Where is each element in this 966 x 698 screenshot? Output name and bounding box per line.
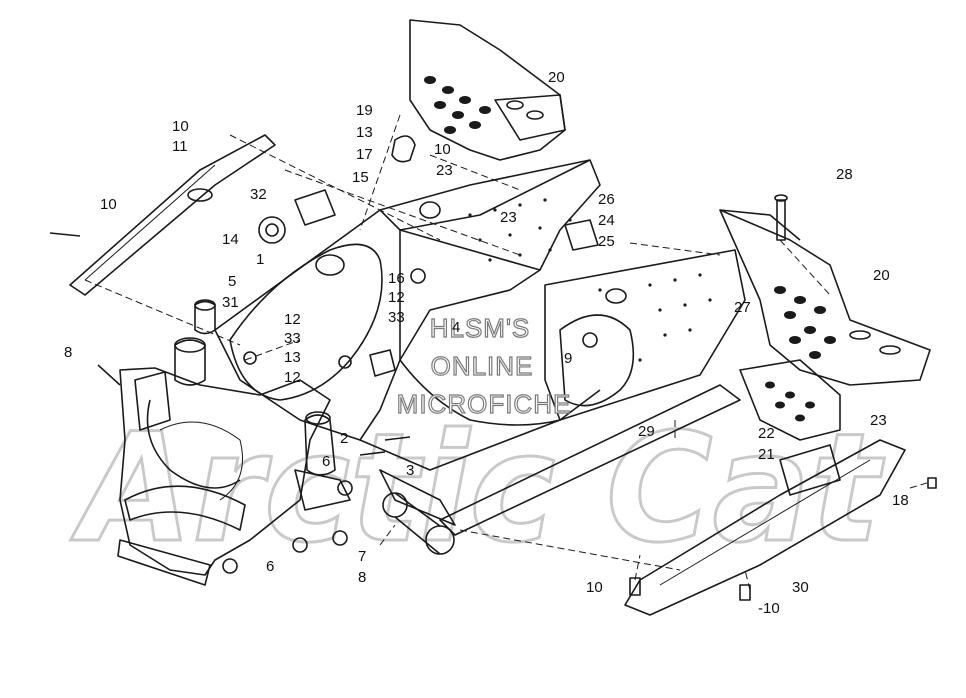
- callout-5: 5: [228, 273, 236, 290]
- callout-33-upper: 33: [388, 309, 405, 326]
- watermark-line-2: ONLINE: [431, 351, 534, 381]
- callout-10-board: 10: [586, 579, 603, 596]
- callout-23-upper: 23: [436, 162, 453, 179]
- callout-10-rail: 10: [172, 118, 189, 135]
- callout-32: 32: [250, 186, 267, 203]
- callout-21: 21: [758, 446, 775, 463]
- callout-9: 9: [564, 350, 572, 367]
- footrest-right: [719, 209, 931, 441]
- callout-16: 16: [388, 270, 405, 287]
- callout-17: 17: [356, 146, 373, 163]
- callout-26: 26: [598, 191, 615, 208]
- callout-8-left: 8: [64, 344, 72, 361]
- callout-6-lower: 6: [266, 558, 274, 575]
- callout-12-middle: 12: [284, 311, 301, 328]
- callout-19: 19: [356, 102, 373, 119]
- callout-15: 15: [352, 169, 369, 186]
- callout-30: 30: [792, 579, 809, 596]
- callout-24: 24: [598, 212, 615, 229]
- callout-6-middle: 6: [322, 453, 330, 470]
- callout-2: 2: [340, 430, 348, 447]
- callout-labels: 20 19 13 17 10 23 10 11 15 32 26 24 25 2…: [64, 69, 909, 617]
- callout-20-right: 20: [873, 267, 890, 284]
- callout-31: 31: [222, 294, 239, 311]
- leader-lines: [84, 114, 931, 591]
- callout-22: 22: [758, 425, 775, 442]
- watermark-line-3: MICROFICHE: [397, 389, 572, 419]
- callout-7: 7: [358, 548, 366, 565]
- microfiche-watermark: HLSM'S ONLINE MICROFICHE: [396, 312, 572, 419]
- callout-13-middle: 13: [284, 349, 301, 366]
- callout-11: 11: [172, 138, 188, 155]
- callout-18: 18: [892, 492, 909, 509]
- running-board: [624, 439, 906, 616]
- callout-8-lower: 8: [358, 569, 366, 586]
- callout-1: 1: [256, 251, 264, 268]
- callout-23-middle: 23: [500, 209, 517, 226]
- callout-27: 27: [734, 299, 751, 316]
- callout-4: 4: [452, 319, 460, 336]
- callout-3: 3: [406, 462, 414, 479]
- main-frame-tunnel: [214, 159, 601, 471]
- callout-10-upper: 10: [434, 141, 451, 158]
- callout-28: 28: [836, 166, 853, 183]
- callout-25: 25: [598, 233, 615, 250]
- callout-13-upper: 13: [356, 124, 373, 141]
- front-rail: [69, 134, 276, 296]
- callout-14: 14: [222, 231, 239, 248]
- callout-12-lower: 12: [284, 369, 301, 386]
- callout-33-middle: 33: [284, 330, 301, 347]
- callout-29: 29: [638, 423, 655, 440]
- front-frame-assembly: [117, 299, 351, 586]
- footrest-upper: [409, 19, 566, 161]
- watermark-line-1: HLSM'S: [430, 313, 531, 343]
- callout-12-upper: 12: [388, 289, 405, 306]
- callout-10-board-lower: -10: [758, 600, 780, 617]
- callout-20-upper: 20: [548, 69, 565, 86]
- hardware-parts: [49, 135, 937, 601]
- callout-23-right: 23: [870, 412, 887, 429]
- callout-10-left: 10: [100, 196, 117, 213]
